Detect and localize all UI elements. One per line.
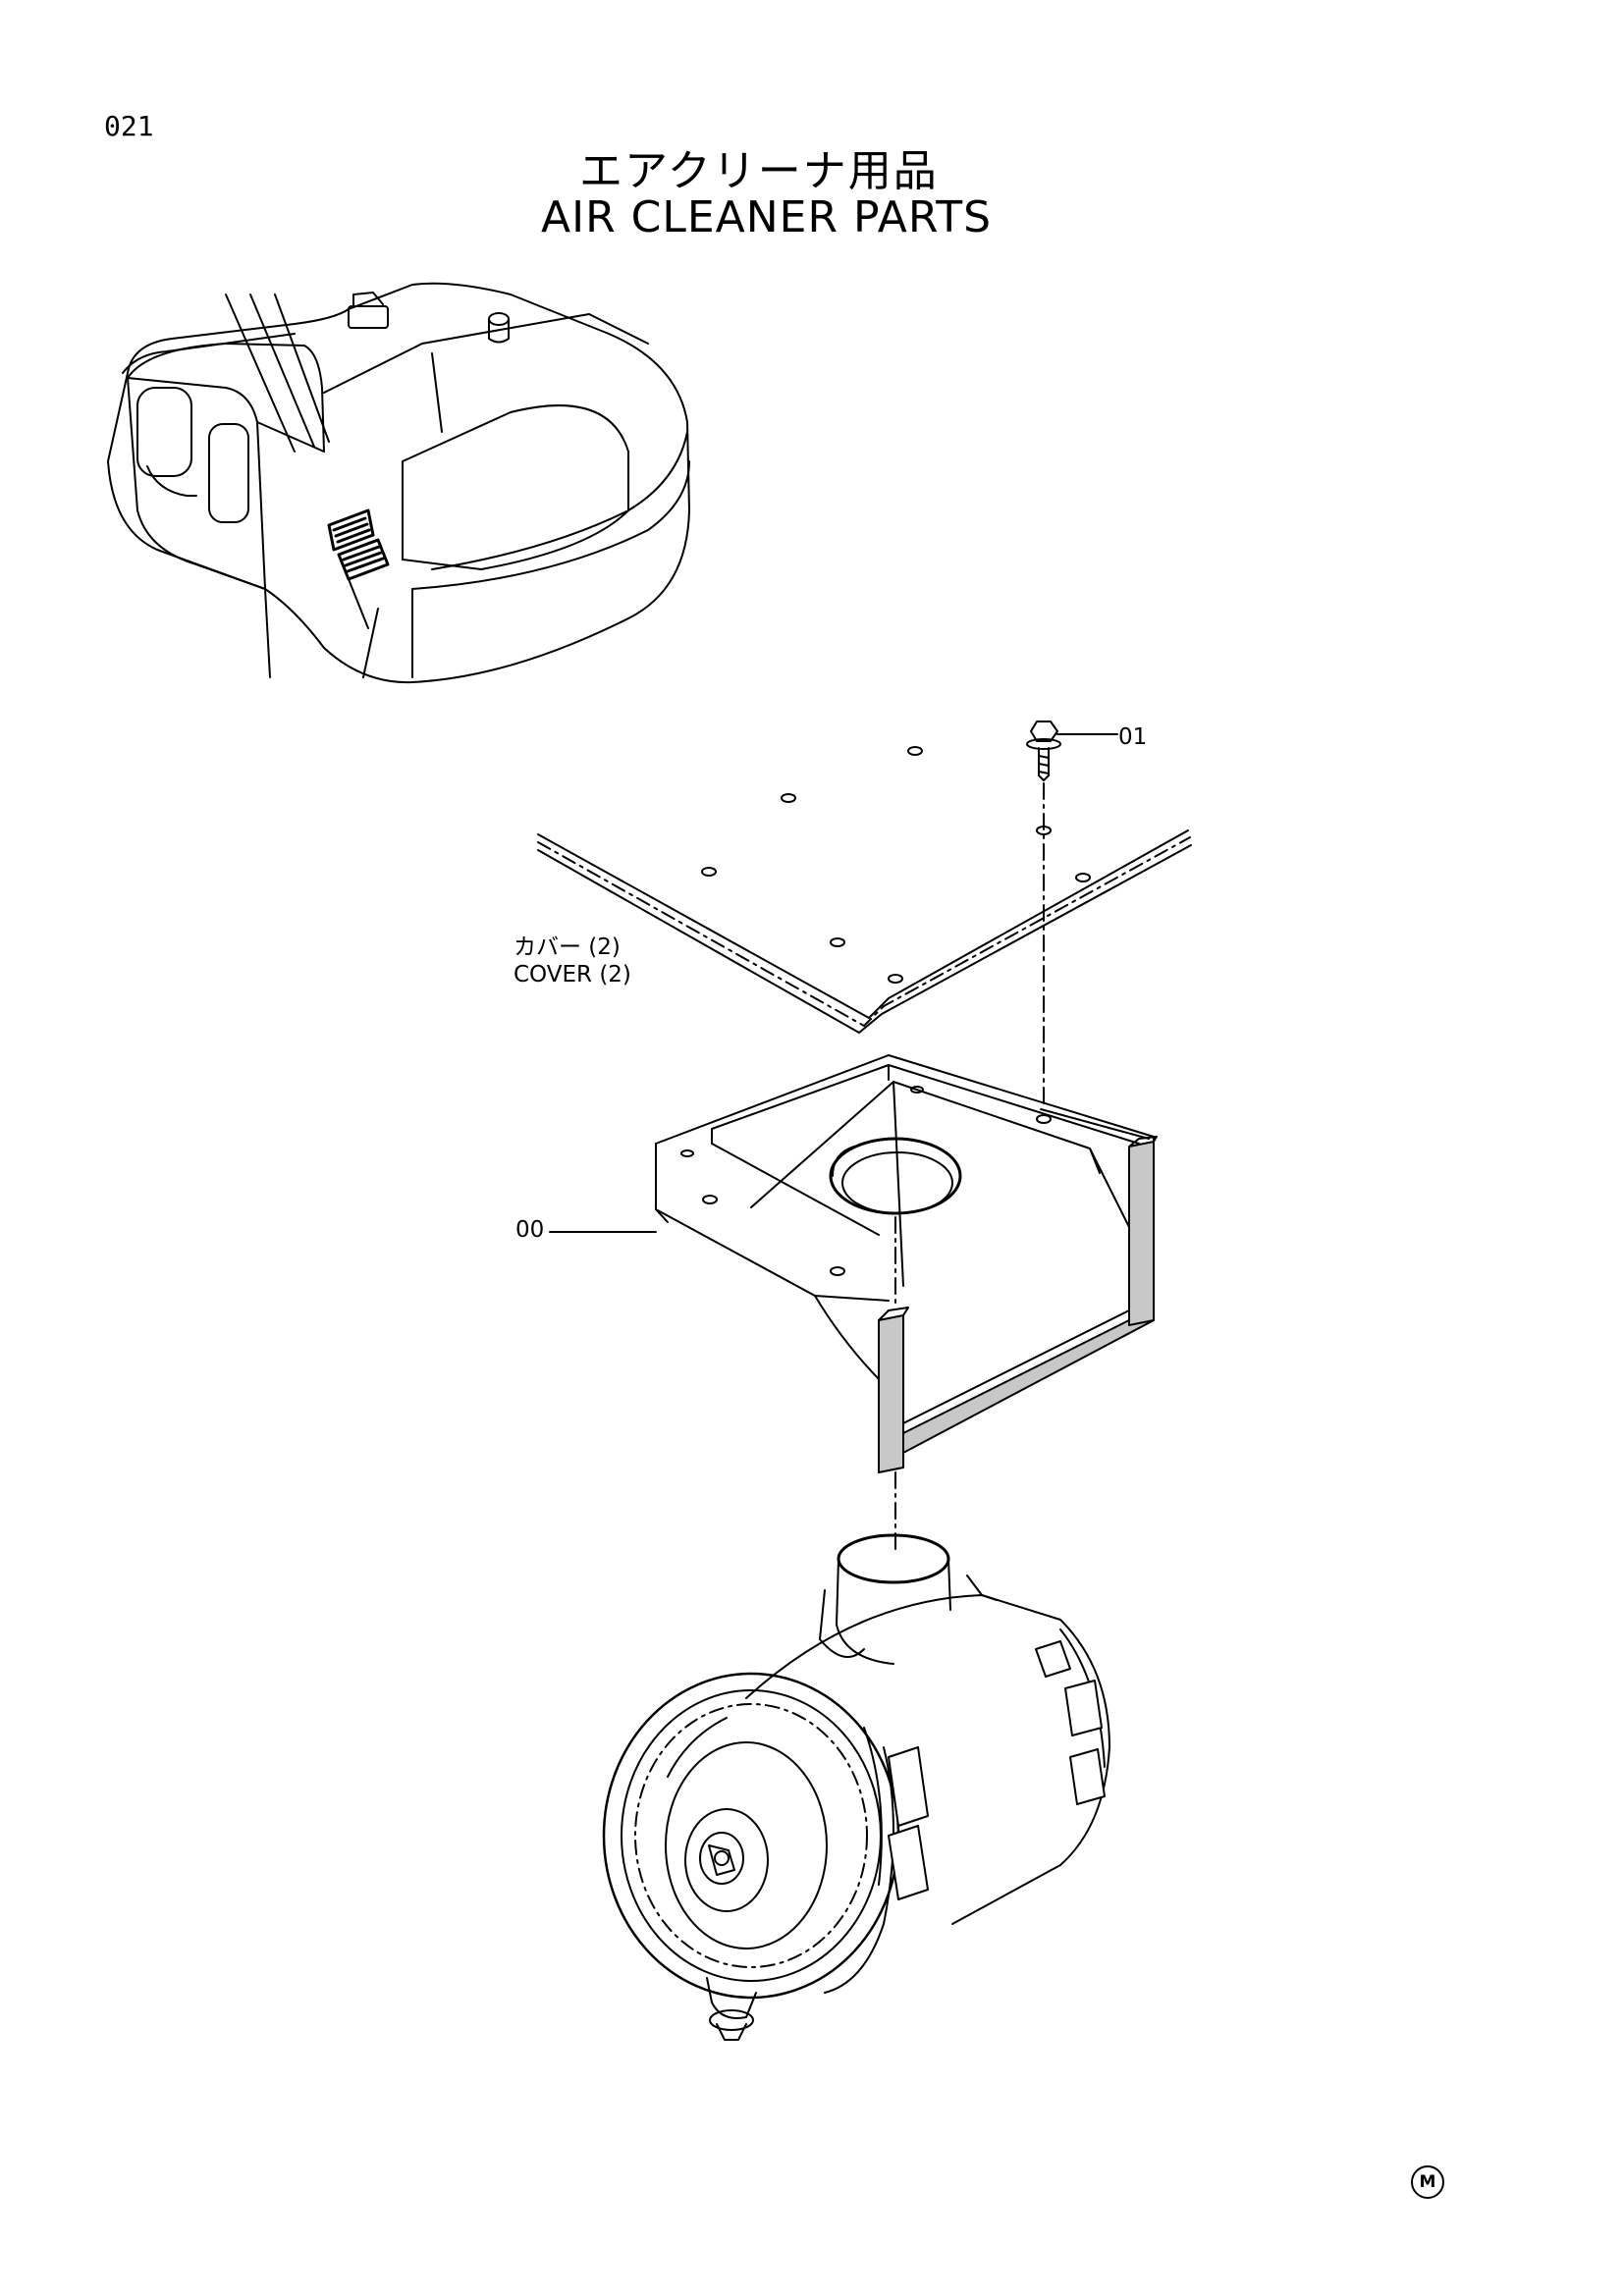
callout-label-housing: 00 bbox=[515, 1217, 545, 1243]
page-number: 021 bbox=[104, 110, 154, 142]
cover-label-japanese: カバー (2) bbox=[514, 934, 621, 960]
callout-label-bolt: 01 bbox=[1118, 724, 1148, 750]
excavator-overview bbox=[107, 282, 690, 684]
air-cleaner-housing bbox=[549, 1054, 1158, 1473]
page-title-japanese: エアクリーナ用品 bbox=[579, 146, 939, 196]
page-title-english: AIR CLEANER PARTS bbox=[541, 192, 993, 242]
cover-plate bbox=[537, 746, 1192, 1034]
circled-m-mark: M bbox=[1411, 2165, 1444, 2199]
cover-label-english: COVER (2) bbox=[514, 962, 631, 988]
bolt-01 bbox=[1026, 721, 1118, 781]
air-cleaner-canister bbox=[602, 1533, 1110, 2041]
alignment-lines bbox=[894, 782, 1045, 1552]
